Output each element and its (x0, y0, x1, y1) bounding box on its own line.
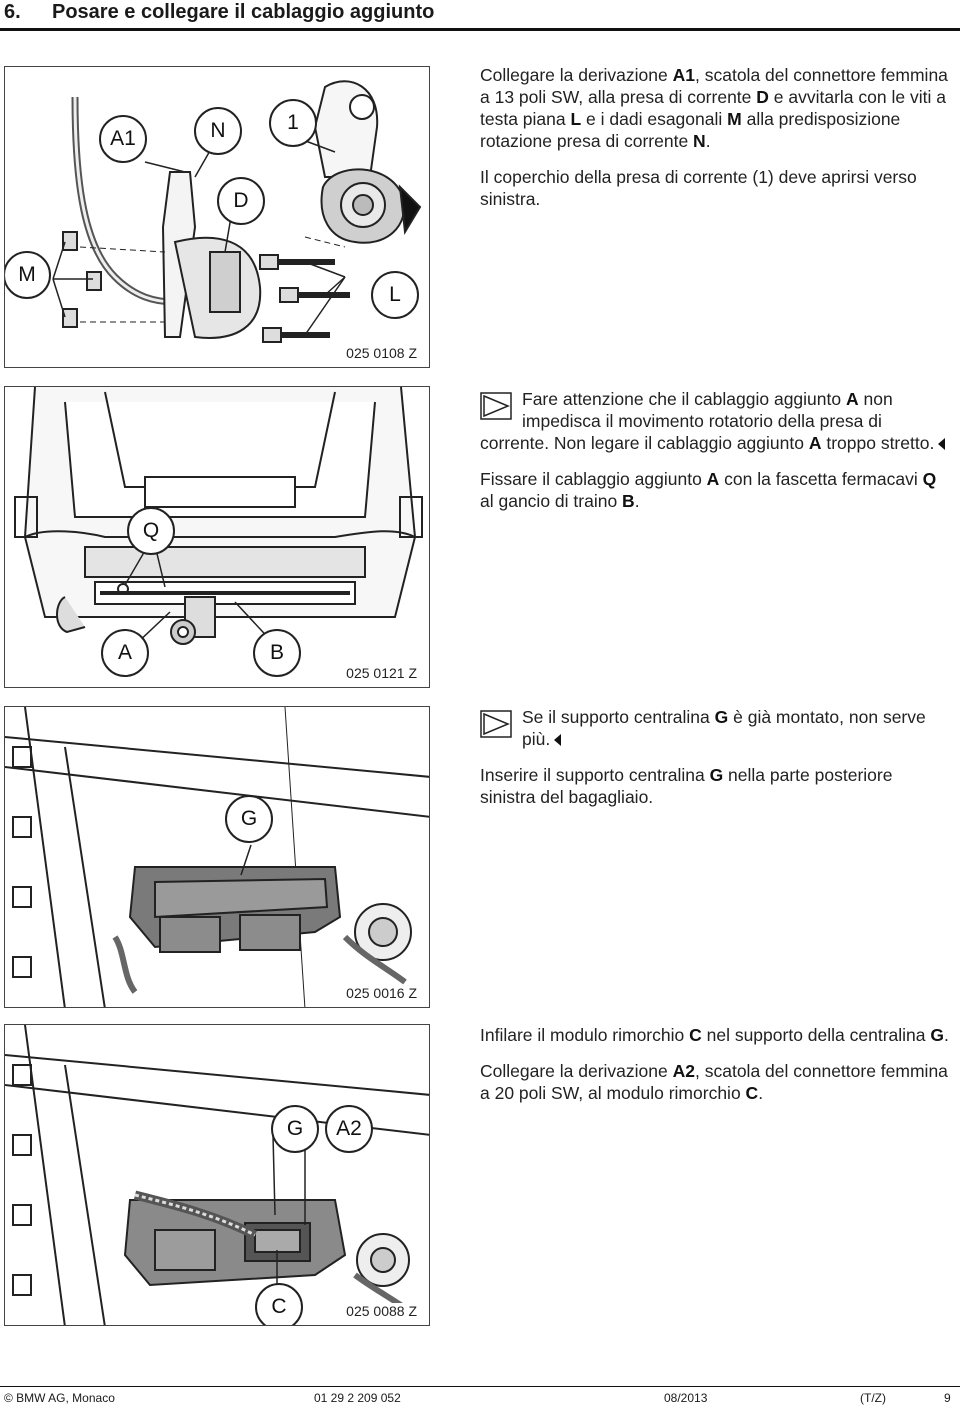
page-footer: © BMW AG, Monaco 01 29 2 209 052 08/2013… (0, 1386, 960, 1409)
callout-d: D (217, 177, 265, 225)
footer-page-number: 9 (944, 1391, 951, 1405)
end-marker-icon (938, 438, 946, 450)
callout-a: A (101, 629, 149, 677)
figure-control-unit-bracket: G 025 0016 Z (4, 706, 430, 1008)
figure-code: 025 0088 Z (344, 1303, 419, 1319)
note-triangle-icon (480, 392, 512, 420)
callout-g: G (271, 1105, 319, 1153)
note: Se il supporto centralina G è già montat… (480, 706, 950, 750)
figure-code: 025 0108 Z (344, 345, 419, 361)
socket-assembly-drawing (52, 80, 422, 343)
callout-q: Q (127, 507, 175, 555)
instruction-paragraph: Fissare il cablaggio aggiunto A con la f… (480, 469, 937, 511)
figure-socket-assembly: A1 N 1 D M L 025 0108 Z (4, 66, 430, 368)
callout-l: L (371, 271, 419, 319)
instruction-block-1: Collegare la derivazione A1, scatola del… (480, 64, 950, 224)
figure-code: 025 0016 Z (344, 985, 419, 1001)
footer-copyright: © BMW AG, Monaco (4, 1391, 115, 1405)
end-marker-icon (554, 734, 562, 746)
section-number: 6. (4, 1, 21, 23)
callout-b: B (253, 629, 301, 677)
control-unit-bracket-drawing (5, 707, 429, 1007)
callout-m: M (5, 251, 51, 299)
note-triangle-icon (480, 710, 512, 738)
footer-part-number: 01 29 2 209 052 (314, 1391, 401, 1405)
instruction-paragraph: Infilare il modulo rimorchio C nel suppo… (480, 1025, 949, 1045)
instruction-paragraph: Inserire il supporto centralina G nella … (480, 765, 893, 807)
instruction-paragraph: Il coperchio della presa di corrente (1)… (480, 167, 917, 209)
trailer-module-drawing (5, 1025, 429, 1325)
callout-1: 1 (269, 99, 317, 147)
callout-n: N (194, 107, 242, 155)
note: Fare attenzione che il cablaggio aggiunt… (480, 388, 950, 454)
footer-code: (T/Z) (860, 1391, 886, 1405)
tow-hitch-drawing (14, 387, 423, 646)
footer-date: 08/2013 (664, 1391, 708, 1405)
figure-trailer-module: G A2 C 025 0088 Z (4, 1024, 430, 1326)
instruction-paragraph: Collegare la derivazione A2, scatola del… (480, 1061, 948, 1103)
instruction-paragraph: Collegare la derivazione A1, scatola del… (480, 65, 948, 151)
figure-tow-hitch: Q A B 025 0121 Z (4, 386, 430, 688)
instruction-block-4: Infilare il modulo rimorchio C nel suppo… (480, 1024, 950, 1118)
section-title: Posare e collegare il cablaggio aggiunto (52, 1, 435, 23)
callout-a1: A1 (99, 115, 147, 163)
callout-g: G (225, 795, 273, 843)
callout-c: C (255, 1283, 303, 1325)
callout-a2: A2 (325, 1105, 373, 1153)
figure-code: 025 0121 Z (344, 665, 419, 681)
instruction-block-3: Se il supporto centralina G è già montat… (480, 706, 950, 822)
instruction-block-2: Fare attenzione che il cablaggio aggiunt… (480, 388, 950, 526)
section-heading: 6. Posare e collegare il cablaggio aggiu… (0, 0, 960, 31)
